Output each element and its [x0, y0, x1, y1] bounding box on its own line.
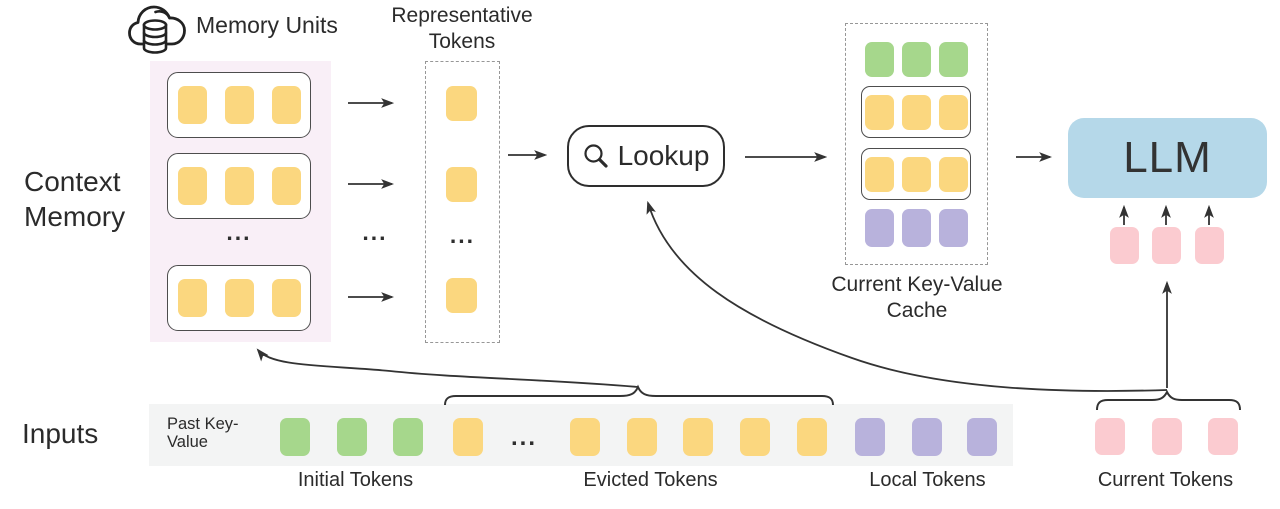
- current-tokens-label: Current Tokens: [1097, 469, 1234, 491]
- memory-token: [177, 86, 207, 124]
- llm-node: LLM: [1068, 118, 1267, 198]
- memory-token: [224, 279, 254, 317]
- memory-token: [271, 167, 301, 205]
- representative-token: [446, 86, 477, 121]
- memory-units-label: Memory Units: [196, 12, 338, 38]
- current-kv-cache-label: Current Key-Value Cache: [831, 273, 1003, 322]
- local-token: [912, 418, 942, 456]
- memory-token: [177, 279, 207, 317]
- cache-token-purple: [902, 209, 931, 247]
- lookup-node: Lookup: [567, 125, 725, 187]
- cache-token-green: [902, 42, 931, 77]
- past-key-value-label: Past Key-Value: [167, 415, 239, 451]
- local-tokens-label: Local Tokens: [869, 469, 986, 491]
- current-tokens-brace: [1096, 389, 1241, 411]
- local-token: [855, 418, 885, 456]
- initial-token: [280, 418, 310, 456]
- memory-token: [271, 279, 301, 317]
- llm-input-token: [1152, 227, 1181, 264]
- llm-input-token: [1195, 227, 1224, 264]
- evicted-tokens-brace: [444, 384, 834, 406]
- cache-token-yellow: [901, 156, 931, 192]
- cache-token-yellow: [864, 94, 894, 130]
- cache-memory-unit: [861, 86, 971, 138]
- current-token: [1208, 418, 1238, 455]
- cache-token-yellow: [864, 156, 894, 192]
- between-ellipsis: ...: [362, 219, 388, 245]
- evicted-token: [453, 418, 483, 456]
- memory-unit: [167, 72, 311, 138]
- cache-token-purple: [865, 209, 894, 247]
- memory-unit: [167, 265, 311, 331]
- cache-initial-row: [846, 42, 987, 77]
- strip-ellipsis: ...: [510, 424, 537, 451]
- arrow-evicted-to-memory: [256, 348, 639, 388]
- magnifier-icon: [583, 143, 609, 169]
- cache-token-green: [865, 42, 894, 77]
- cloud-database-icon: [127, 1, 189, 56]
- memory-token: [271, 86, 301, 124]
- current-token: [1152, 418, 1182, 455]
- representative-token: [446, 278, 477, 313]
- representative-tokens-box: ...: [425, 61, 500, 343]
- memory-token: [224, 167, 254, 205]
- evicted-token: [740, 418, 770, 456]
- cache-token-green: [939, 42, 968, 77]
- cache-token-purple: [939, 209, 968, 247]
- evicted-token: [627, 418, 657, 456]
- representative-tokens-label: Representative Tokens: [391, 4, 533, 53]
- llm-label: LLM: [1123, 133, 1212, 182]
- memory-token: [177, 167, 207, 205]
- cache-token-yellow: [901, 94, 931, 130]
- memory-ellipsis: ...: [226, 219, 252, 245]
- memory-unit: [167, 153, 311, 219]
- local-token: [967, 418, 997, 456]
- cache-token-yellow: [938, 156, 968, 192]
- evicted-tokens-label: Evicted Tokens: [583, 469, 718, 491]
- llm-input-token: [1110, 227, 1139, 264]
- cache-token-yellow: [938, 94, 968, 130]
- current-token: [1095, 418, 1125, 455]
- evicted-token: [797, 418, 827, 456]
- evicted-token: [570, 418, 600, 456]
- cache-local-row: [846, 209, 987, 247]
- evicted-token: [683, 418, 713, 456]
- inputs-label: Inputs: [22, 418, 99, 449]
- initial-tokens-label: Initial Tokens: [297, 469, 414, 491]
- initial-token: [337, 418, 367, 456]
- context-memory-label: Context Memory: [24, 166, 126, 232]
- initial-token: [393, 418, 423, 456]
- representative-token: [446, 167, 477, 202]
- lookup-label: Lookup: [617, 140, 710, 171]
- memory-token: [224, 86, 254, 124]
- cache-memory-unit: [861, 148, 971, 200]
- representative-ellipsis: ...: [449, 222, 476, 248]
- current-kv-cache-box: [845, 23, 988, 265]
